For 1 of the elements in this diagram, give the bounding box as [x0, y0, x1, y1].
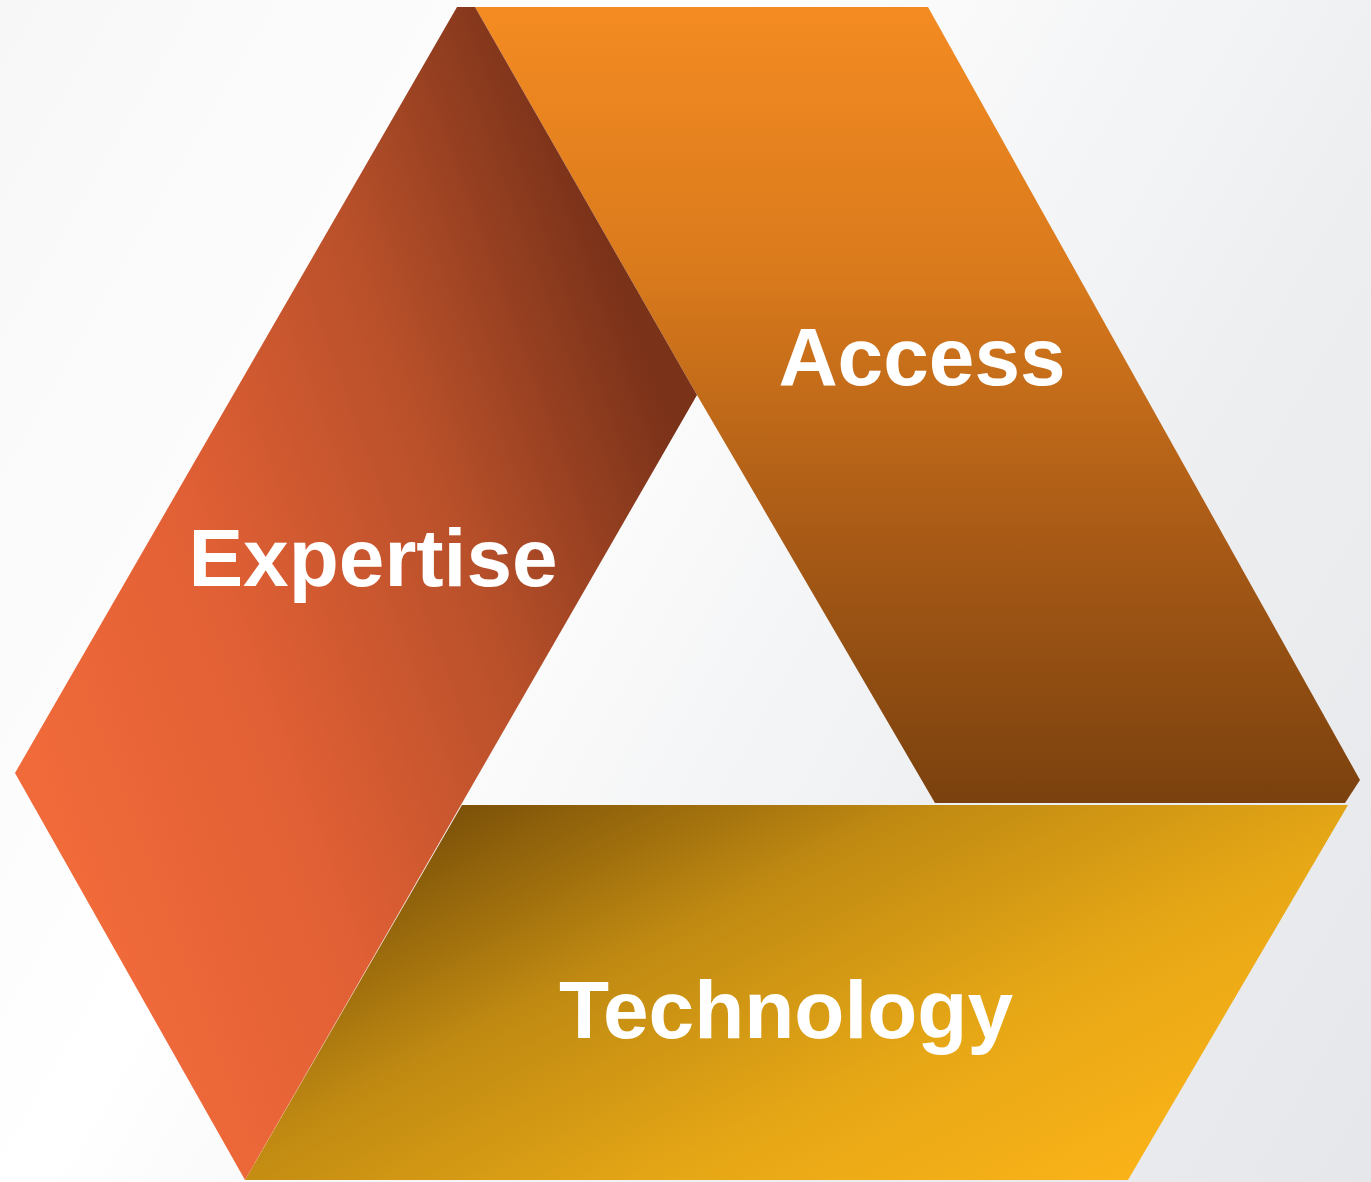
band-label: Access — [778, 316, 1066, 398]
